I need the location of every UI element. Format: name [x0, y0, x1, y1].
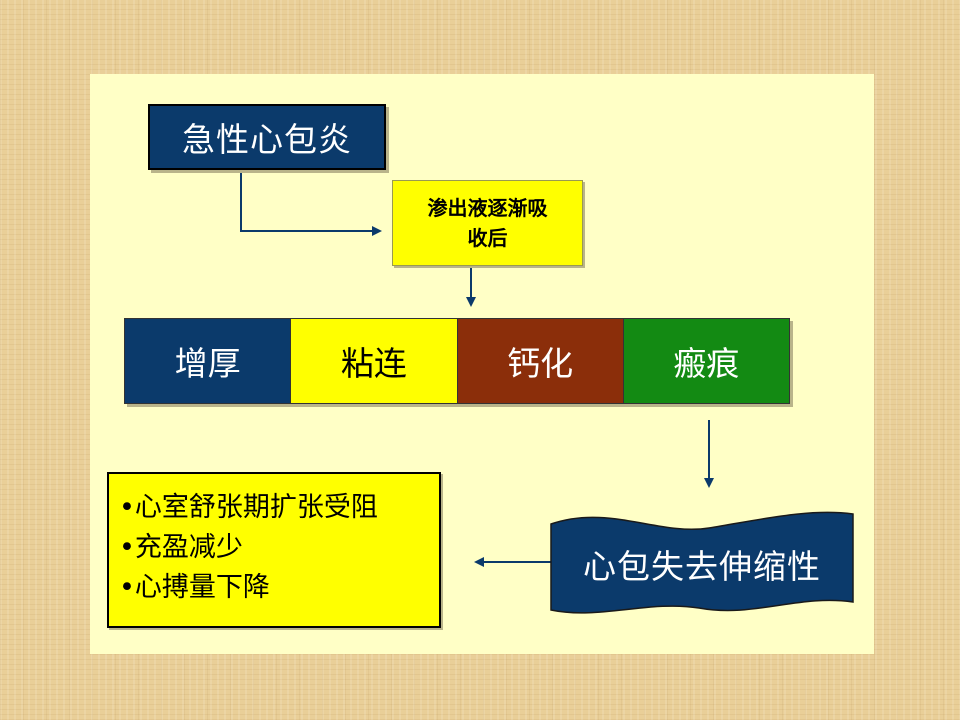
results-box: •心室舒张期扩张受阻 •充盈减少 •心搏量下降: [107, 472, 441, 628]
banner-wave: [550, 511, 854, 614]
banner-label: 心包失去伸缩性: [583, 547, 821, 586]
arrow-title-to-note: [240, 170, 382, 236]
note-box-exudate: 渗出液逐渐吸 收后: [392, 180, 583, 266]
banner-shape: [550, 511, 854, 614]
stage-bar: 增厚 粘连 钙化 瘢痕: [124, 318, 790, 404]
result-item-filling-reduced: •充盈减少: [119, 532, 243, 563]
stage-adhesion: 粘连: [291, 319, 458, 403]
note-line-2: 收后: [467, 226, 508, 250]
stage-calcification: 钙化: [457, 319, 624, 403]
stage-scarring: 瘢痕: [623, 319, 789, 403]
stage-thickening: 增厚: [125, 319, 292, 403]
result-item-diastolic-filling: •心室舒张期扩张受阻: [119, 492, 378, 523]
title-box-acute-pericarditis: 急性心包炎: [148, 104, 386, 170]
note-line-1: 渗出液逐渐吸: [427, 196, 548, 220]
title-text: 急性心包炎: [182, 120, 352, 159]
result-item-stroke-volume: •心搏量下降: [119, 572, 270, 603]
